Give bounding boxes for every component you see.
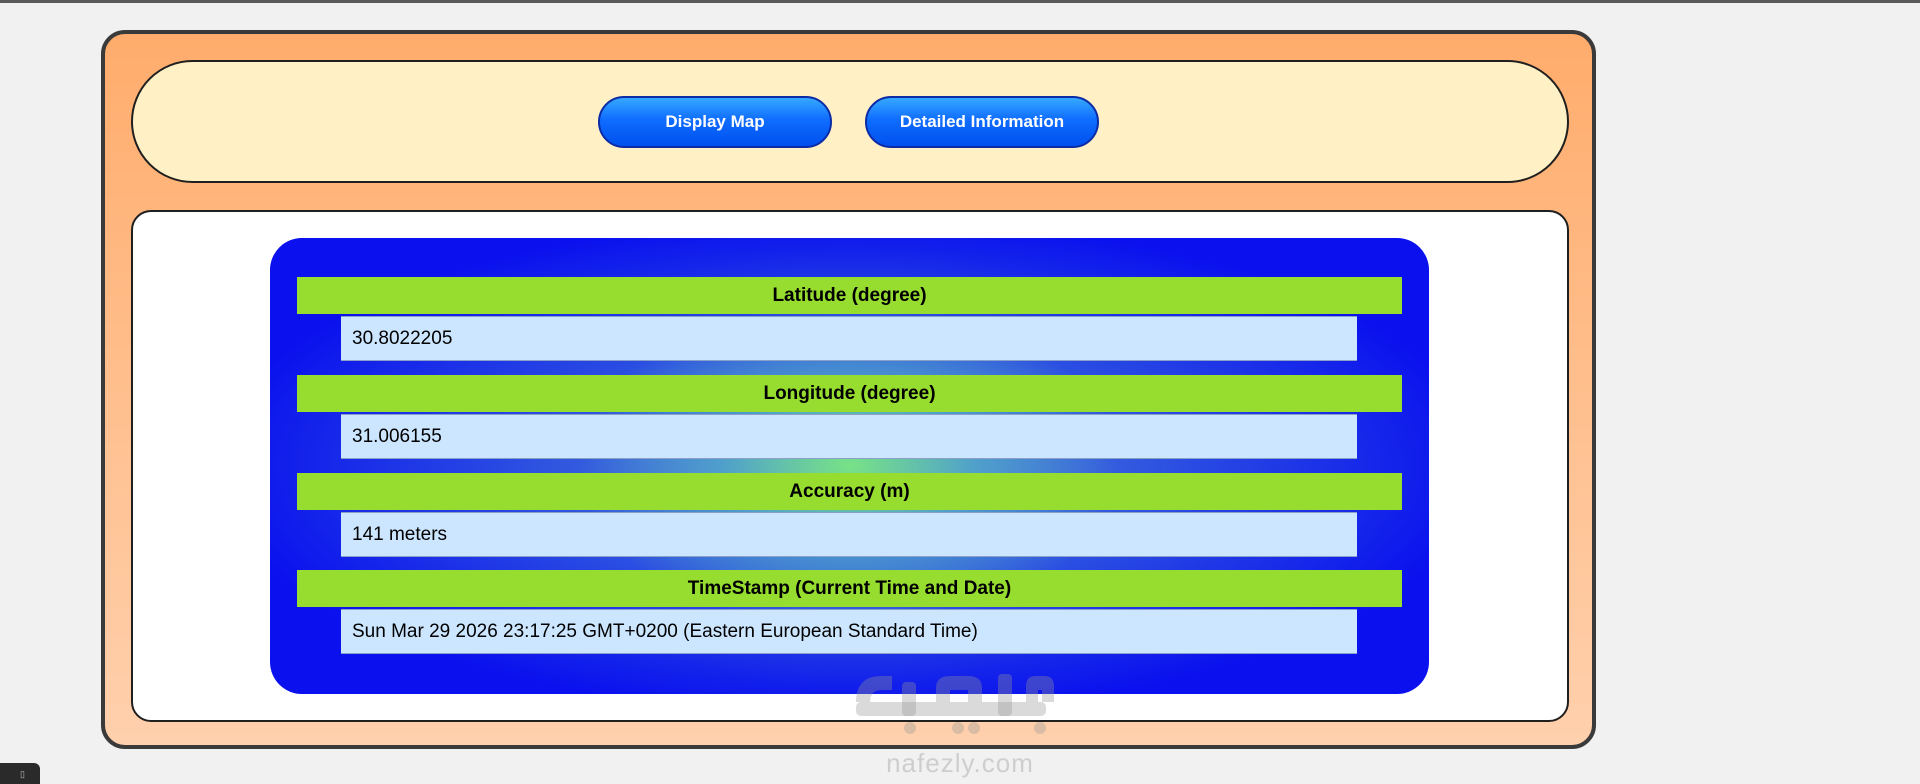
accuracy-header: Accuracy (m) (297, 473, 1402, 510)
display-map-button[interactable]: Display Map (598, 96, 832, 148)
header-panel (131, 60, 1569, 183)
longitude-header: Longitude (degree) (297, 375, 1402, 412)
corner-tray-widget[interactable]: ▯ (0, 763, 40, 784)
longitude-value: 31.006155 (341, 414, 1357, 459)
watermark-site-text: nafezly.com (886, 748, 1034, 778)
timestamp-value: Sun Mar 29 2026 23:17:25 GMT+0200 (Easte… (341, 609, 1357, 654)
watermark-logo (856, 674, 1054, 734)
accuracy-value: 141 meters (341, 512, 1357, 557)
watermark: nafezly.com (840, 668, 1080, 780)
latitude-value: 30.8022205 (341, 316, 1357, 361)
timestamp-header: TimeStamp (Current Time and Date) (297, 570, 1402, 607)
top-edge-bar (0, 0, 1920, 3)
latitude-header: Latitude (degree) (297, 277, 1402, 314)
detailed-information-button[interactable]: Detailed Information (865, 96, 1099, 148)
small-tray-icon: ▯ (20, 769, 25, 779)
